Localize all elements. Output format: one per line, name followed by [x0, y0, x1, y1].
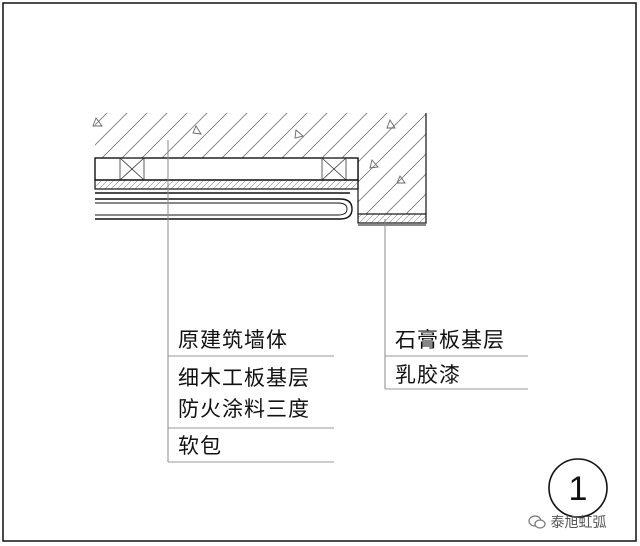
label-soft-upholstery: 软包	[178, 434, 222, 458]
watermark-text: 泰旭虹弧	[550, 515, 607, 531]
watermark: 泰旭虹弧	[528, 512, 606, 532]
detail-mark-number: 1	[569, 470, 588, 508]
leader-underlines-right	[385, 355, 528, 390]
label-gypsum-base: 石膏板基层	[395, 328, 505, 352]
original-wall-body	[95, 113, 426, 214]
leader-underlines-left	[168, 355, 334, 463]
soft-upholstery-panel	[95, 198, 353, 220]
wechat-icon	[528, 515, 546, 529]
soft-upholstery-inner	[95, 202, 348, 216]
detail-mark-circle	[548, 458, 608, 518]
aggregate-marks	[92, 117, 406, 184]
label-fire-coating: 防火涂料三度	[178, 397, 310, 421]
label-original-wall: 原建筑墙体	[178, 328, 288, 352]
plywood-base-layer	[94, 179, 359, 190]
timber-batten-layer	[94, 157, 359, 181]
label-latex-paint: 乳胶漆	[395, 363, 461, 387]
gypsum-board-layer	[357, 213, 427, 224]
label-plywood-base: 细木工板基层	[178, 366, 310, 390]
